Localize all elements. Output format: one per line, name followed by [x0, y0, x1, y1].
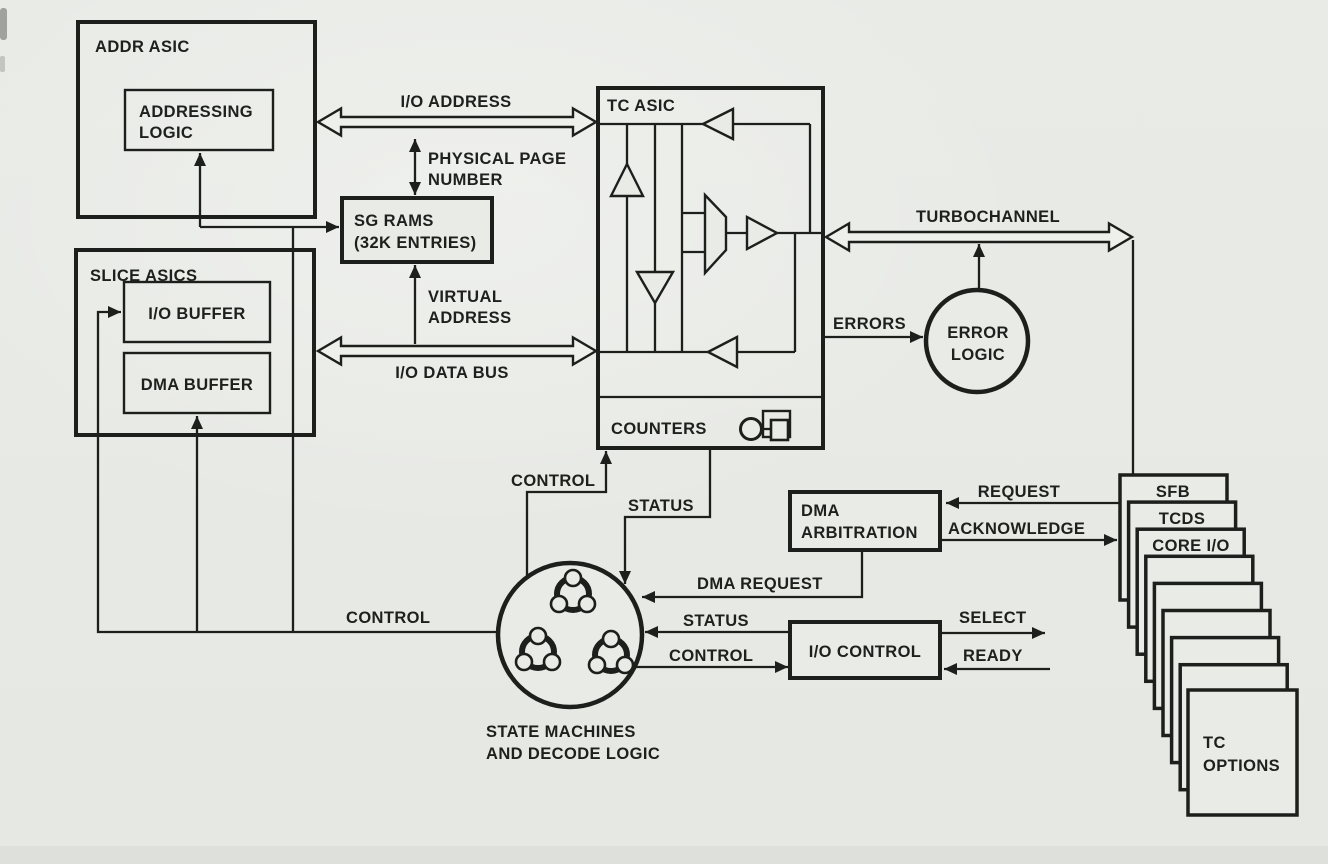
addr-asic-title: ADDR ASIC — [95, 38, 190, 56]
label-request: REQUEST — [978, 483, 1061, 501]
label-virtual-address-1: VIRTUAL — [428, 288, 502, 306]
counters-label: COUNTERS — [611, 420, 707, 438]
label-physical-page-1: PHYSICAL PAGE — [428, 150, 566, 168]
tc-asic-box — [596, 86, 825, 450]
slice-asics-title: SLICE ASICS — [90, 267, 197, 285]
error-logic-circle — [923, 287, 1031, 395]
label-status-from-io-control: STATUS — [683, 612, 749, 630]
counter-icon-front-square — [769, 418, 790, 442]
card-label-tcds: TCDS — [1159, 510, 1206, 528]
arrow-to-io-buffer — [96, 306, 498, 634]
state-machines-caption-2: AND DECODE LOGIC — [486, 745, 660, 763]
label-dma-request: DMA REQUEST — [697, 575, 823, 593]
bus-turbochannel — [823, 221, 1135, 253]
buffer-triangle-left-bottom — [705, 335, 739, 369]
io-buffer-box — [122, 280, 272, 344]
label-status-from-tc: STATUS — [628, 497, 694, 515]
dma-arbitration-box — [788, 490, 942, 552]
label-control-to-io-control: CONTROL — [669, 647, 753, 665]
mux-trapezoid — [703, 192, 728, 277]
label-control-to-buffers: CONTROL — [346, 609, 430, 627]
label-virtual-address-2: ADDRESS — [428, 309, 511, 327]
dma-buffer-box — [122, 351, 272, 415]
tc-line — [680, 124, 705, 352]
buffer-triangle-down — [634, 270, 676, 306]
state-machine-glyph — [587, 629, 635, 675]
state-machine-glyphs — [514, 568, 635, 675]
error-logic-label-1: ERROR — [947, 324, 1009, 342]
addressing-logic-box — [123, 88, 275, 152]
arrow-control-to-tc-asic — [525, 451, 612, 576]
counter-icon-circle — [739, 417, 763, 441]
error-logic-label-2: LOGIC — [951, 346, 1005, 364]
scan-artifact — [0, 8, 7, 40]
state-machine-glyph — [514, 626, 562, 672]
buffer-triangle-right — [745, 215, 780, 251]
sg-rams-label-1: SG RAMS — [354, 212, 434, 230]
card-label-tc-options-1: TC — [1203, 734, 1226, 752]
addr-asic-box — [76, 20, 317, 219]
label-io-address: I/O ADDRESS — [400, 93, 511, 111]
label-io-data-bus: I/O DATA BUS — [395, 364, 509, 382]
connector-lines — [96, 139, 1135, 675]
label-control-to-tc: CONTROL — [511, 472, 595, 490]
label-errors: ERRORS — [833, 315, 906, 333]
bus-io-data — [315, 335, 599, 367]
dma-arbitration-label-1: DMA — [801, 502, 840, 520]
dma-arbitration-label-2: ARBITRATION — [801, 524, 918, 542]
label-turbochannel: TURBOCHANNEL — [916, 208, 1060, 226]
io-buffer-label: I/O BUFFER — [148, 305, 246, 323]
state-machine-glyph — [549, 568, 597, 614]
tc-option-card-stack: SFB TCDS CORE I/O TC OPTIONS — [1118, 473, 1299, 817]
card-tc-options — [1186, 688, 1299, 817]
addressing-logic-label-2: LOGIC — [139, 124, 193, 142]
dma-buffer-label: DMA BUFFER — [141, 376, 253, 394]
label-physical-page-2: NUMBER — [428, 171, 503, 189]
card-label-sfb: SFB — [1156, 483, 1190, 501]
buffer-triangle-up — [609, 161, 645, 198]
io-control-box — [788, 620, 942, 680]
counter-icon — [739, 409, 792, 442]
state-machines-caption-1: STATE MACHINES — [486, 723, 636, 741]
tc-line — [733, 122, 812, 233]
arrow-dma-request — [642, 550, 864, 603]
tc-line — [737, 233, 797, 354]
scan-artifact — [0, 846, 1328, 864]
card-label-tc-options-2: OPTIONS — [1203, 757, 1280, 775]
scan-artifact — [0, 56, 5, 72]
label-ready: READY — [963, 647, 1023, 665]
io-control-label: I/O CONTROL — [809, 643, 922, 661]
arrow-status-to-state-machines — [619, 448, 712, 584]
bus-io-address — [315, 106, 599, 138]
label-acknowledge: ACKNOWLEDGE — [948, 520, 1085, 538]
addressing-logic-label-1: ADDRESSING — [139, 103, 253, 121]
sg-rams-box — [340, 196, 494, 264]
sg-rams-label-2: (32K ENTRIES) — [354, 234, 477, 252]
slice-asics-box — [74, 248, 316, 437]
tc-asic-title: TC ASIC — [607, 97, 675, 115]
card-label-core-io: CORE I/O — [1152, 537, 1229, 555]
buffer-triangle-left-top — [700, 107, 735, 141]
tc-asic-internals — [598, 107, 823, 399]
label-select: SELECT — [959, 609, 1027, 627]
